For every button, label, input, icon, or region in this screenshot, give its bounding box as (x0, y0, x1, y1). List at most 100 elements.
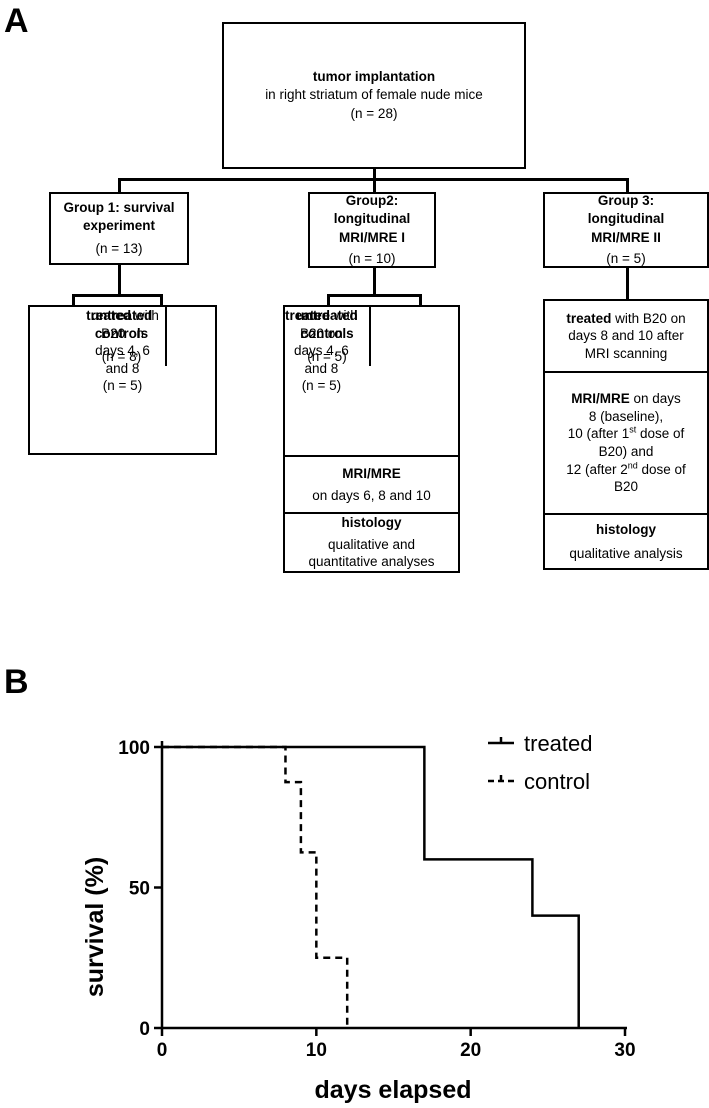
group1-title-1: Group 1: survival (63, 200, 175, 216)
group1-treated: treated with B20 on days 4, 6 and 8 (n =… (86, 307, 159, 395)
g2-treated-4: and 8 (304, 360, 339, 376)
g1-treated-n: (n = 5) (102, 378, 143, 394)
y-tick-label: 50 (129, 879, 150, 900)
g1-treated-bold: treated (86, 308, 132, 323)
group2-mri: MRI/MRE on days 6, 8 and 10 (285, 457, 458, 515)
group3-title-1: Group 3: (597, 193, 655, 209)
g1-treated-1: treated with (86, 307, 159, 325)
group2-histology: histology qualitative and quantitative a… (285, 514, 458, 571)
legend-control-label: control (524, 769, 590, 794)
g2-untreated-2: controls (300, 325, 354, 341)
g3-mri-5b: dose of (637, 461, 686, 477)
y-tick-label: 0 (139, 1019, 150, 1040)
group3-title-3: MRI/MRE II (591, 229, 661, 245)
g2-histo-1: qualitative and (327, 536, 416, 552)
g3-mri-bold: MRI/MRE (571, 391, 630, 407)
g3-mri-5sup: nd (627, 460, 638, 471)
group3-box: Group 3: longitudinal MRI/MRE II (n = 5) (543, 192, 709, 268)
g1-down (118, 264, 121, 296)
x-tick-label: 30 (614, 1040, 635, 1061)
connector-g1 (118, 178, 121, 193)
g2-histo-title: histology (341, 515, 402, 531)
series-control-line (162, 745, 349, 1028)
group2-title-1: Group2: (345, 193, 399, 209)
g3-mri-3sup: st (629, 424, 637, 435)
group2-n: (n = 10) (348, 250, 396, 266)
tumor-implantation-title: tumor implantation (312, 69, 436, 85)
connector-g3 (626, 178, 629, 193)
group1-untreated: untreated controls (n = 8) (79, 307, 167, 366)
g2-mri-title: MRI/MRE (342, 466, 401, 482)
connector-g2 (373, 178, 376, 193)
group3-treated: treated with B20 on days 8 and 10 after … (545, 301, 707, 373)
g3-mri-2: 8 (baseline), (588, 408, 664, 424)
group3-mri: MRI/MRE on days 8 (baseline), 10 (after … (545, 373, 707, 515)
g2-treated-1: treated with (285, 307, 358, 325)
group2-treated: treated with B20 on days 4, 6 and 8 (n =… (285, 307, 358, 395)
g1-treated-4: and 8 (105, 360, 140, 376)
group2-sub-box: untreated controls (n = 5) treated with … (283, 305, 460, 573)
g2-mri-text: on days 6, 8 and 10 (312, 487, 431, 503)
group1-title-2: experiment (82, 218, 156, 234)
g3-treated-bold: treated (566, 310, 612, 326)
g1-bracket-left (72, 294, 75, 306)
group2-title-3: MRI/MRE I (339, 229, 405, 245)
x-tick-label: 0 (157, 1040, 168, 1061)
panel-a-label: A (4, 2, 29, 40)
group2-untreated: untreated controls (n = 5) (285, 307, 371, 366)
g3-mri-1: MRI/MRE on days (571, 390, 681, 408)
g3-mri-5a: 12 (after 2 (566, 461, 628, 477)
g1-bracket-right (160, 294, 163, 306)
group2-title-2: longitudinal (333, 211, 411, 227)
tumor-implantation-subtitle: in right striatum of female nude mice (265, 87, 483, 103)
g3-treated-1: treated with B20 on (566, 310, 685, 328)
g3-mri-4: B20) and (598, 444, 654, 459)
g1-treated-tail: with (131, 308, 159, 323)
y-tick-label: 100 (118, 738, 150, 759)
g3-down (626, 267, 629, 301)
g2-histo-2: quantitative analyses (308, 554, 435, 570)
g1-untreated-1: untreated (90, 308, 153, 323)
g1-untreated-n: (n = 8) (101, 349, 142, 365)
series-treated-line (162, 745, 580, 1028)
tumor-implantation-box: tumor implantation in right striatum of … (222, 22, 526, 169)
g2-untreated-n: (n = 5) (307, 349, 347, 365)
g3-treated-3: MRI scanning (584, 345, 668, 361)
g2-treated-bold: treated (285, 308, 331, 323)
group2-box: Group2: longitudinal MRI/MRE I (n = 10) (308, 192, 436, 268)
tumor-implantation-n: (n = 28) (350, 105, 398, 121)
chart-series (162, 745, 580, 1028)
connector-top-down (373, 168, 376, 180)
g2-treated-2: B20 on (299, 325, 343, 341)
g3-treated-2: days 8 and 10 after (568, 328, 684, 344)
group1-sub-box: untreated controls (n = 8) treated with … (28, 305, 217, 455)
g2-untreated-1: untreated (296, 308, 358, 323)
x-axis-label: days elapsed (314, 1076, 471, 1104)
group1-box: Group 1: survival experiment (n = 13) (49, 192, 189, 265)
g3-mri-3a: 10 (after 1 (567, 426, 630, 442)
g3-mri-3: 10 (after 1st dose of (568, 425, 685, 443)
x-tick-label: 20 (460, 1040, 481, 1061)
group3-n: (n = 5) (606, 250, 646, 266)
g2-bracket-left (327, 294, 330, 306)
g1-bracket (72, 294, 162, 297)
g1-untreated-2: controls (94, 325, 149, 341)
group1-n: (n = 13) (95, 240, 143, 256)
g1-treated-2: B20 on (101, 325, 144, 341)
g2-treated-3: days 4, 6 (293, 343, 349, 359)
g2-down (373, 267, 376, 296)
g3-treated-tail: with B20 on (611, 310, 686, 326)
y-axis-label: survival (%) (81, 857, 109, 997)
panel-b-label: B (4, 663, 29, 701)
g3-mri-6: B20 (613, 479, 639, 495)
group3-sub-box: treated with B20 on days 8 and 10 after … (543, 299, 709, 570)
g3-mri-3b: dose of (636, 426, 685, 442)
g3-histo-text: qualitative analysis (569, 545, 683, 561)
g2-bracket-right (419, 294, 422, 306)
g1-treated-3: days 4, 6 (95, 343, 150, 359)
group3-title-2: longitudinal (587, 211, 665, 227)
g3-mri-tail: on days (629, 391, 681, 407)
